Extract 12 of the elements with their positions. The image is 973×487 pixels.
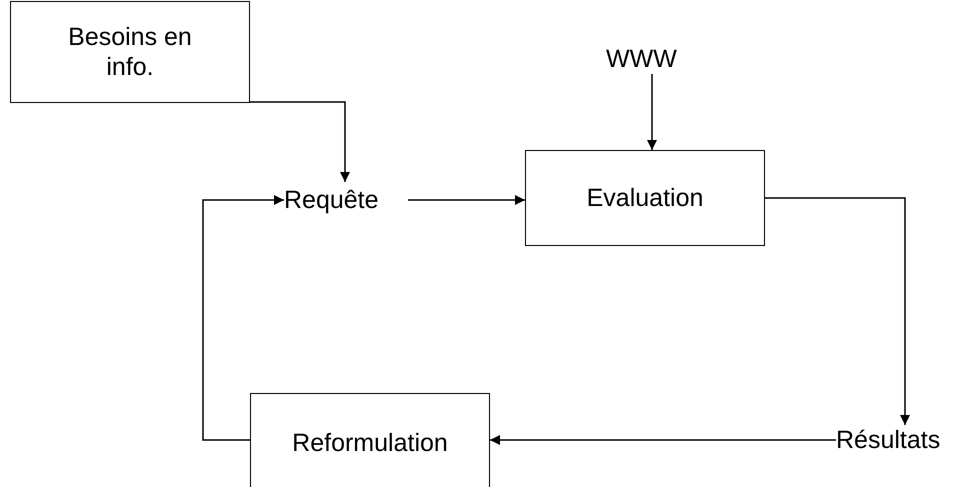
arrow [490,435,836,445]
box-label: Evaluation [586,183,704,213]
arrow [765,197,910,425]
box-label: Besoins en info. [67,22,193,82]
arrow [250,101,350,182]
arrow [408,195,525,205]
box-label: Reformulation [291,428,449,458]
arrow [202,195,284,441]
arrow [647,74,657,150]
process-box [525,150,765,246]
process-box [250,393,490,487]
process-box [10,1,250,103]
